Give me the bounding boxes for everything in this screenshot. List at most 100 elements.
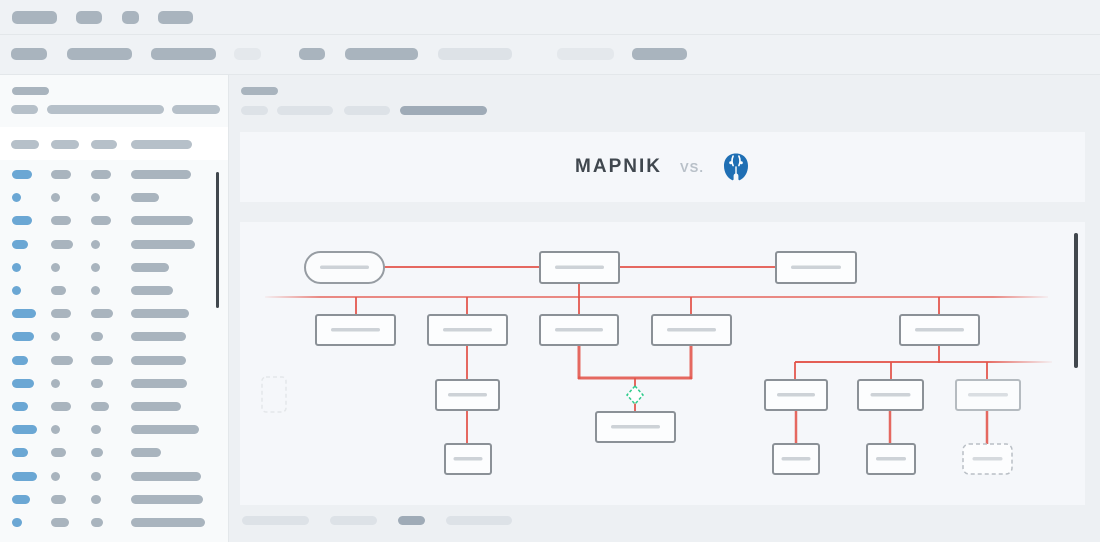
sidebar-filter-pill[interactable] bbox=[172, 105, 220, 114]
sidebar-row-cell-pill bbox=[91, 425, 101, 435]
node-label-placeholder bbox=[320, 265, 369, 269]
sidebar-scrollbar[interactable] bbox=[216, 172, 219, 308]
menubar-item-pill[interactable] bbox=[158, 11, 193, 24]
breadcrumb-pill[interactable] bbox=[277, 106, 333, 115]
sidebar-row-cell-pill bbox=[51, 286, 66, 295]
sidebar-row-cell-pill bbox=[91, 332, 103, 342]
sidebar-row-link-pill[interactable] bbox=[12, 309, 36, 319]
menubar-item-pill[interactable] bbox=[76, 11, 102, 24]
content-scrollbar[interactable] bbox=[1074, 233, 1078, 368]
decision-diamond-icon[interactable] bbox=[625, 384, 645, 406]
sidebar-row-link-pill[interactable] bbox=[12, 402, 28, 411]
sidebar-row-cell-pill bbox=[131, 332, 186, 342]
sidebar-row-link-pill[interactable] bbox=[12, 355, 28, 365]
sidebar-title-pill bbox=[12, 87, 49, 95]
flowchart-canvas[interactable] bbox=[240, 222, 1085, 505]
sidebar-row-cell-pill bbox=[91, 355, 113, 365]
toolbar-item-pill[interactable] bbox=[11, 48, 47, 60]
comparison-left-name: MAPNIK bbox=[575, 156, 662, 177]
sidebar-row-cell-pill bbox=[131, 425, 199, 435]
sidebar-row-link-pill[interactable] bbox=[12, 193, 21, 203]
breadcrumb-pill[interactable] bbox=[400, 106, 487, 115]
sidebar-row-cell-pill bbox=[51, 448, 66, 458]
sidebar-row-cell-pill bbox=[91, 262, 100, 272]
sidebar-row-cell-pill bbox=[91, 518, 103, 527]
comparison-header: MAPNIK VS. bbox=[240, 132, 1085, 202]
postgresql-elephant-logo-icon bbox=[722, 152, 750, 183]
footer-action-pill[interactable] bbox=[398, 516, 425, 525]
node-label-placeholder bbox=[791, 265, 841, 269]
sidebar-row-link-pill[interactable] bbox=[12, 216, 32, 226]
sidebar-column-header-pill bbox=[11, 140, 39, 149]
sidebar-row-link-pill[interactable] bbox=[12, 332, 34, 342]
sidebar-row-link-pill[interactable] bbox=[12, 471, 37, 481]
menubar-item-pill[interactable] bbox=[122, 11, 139, 24]
sidebar-row-cell-pill bbox=[51, 170, 71, 179]
breadcrumb-pill[interactable] bbox=[241, 106, 268, 115]
sidebar-filter-pill[interactable] bbox=[47, 105, 164, 114]
node-label-placeholder bbox=[448, 393, 487, 397]
node-label-placeholder bbox=[968, 393, 1008, 397]
toolbar-item-pill[interactable] bbox=[67, 48, 132, 60]
node-label-placeholder bbox=[331, 328, 380, 332]
sidebar-row-link-pill[interactable] bbox=[12, 286, 21, 295]
toolbar-item-pill[interactable] bbox=[299, 48, 325, 60]
sidebar-row-cell-pill bbox=[131, 402, 181, 411]
sidebar-row-cell-pill bbox=[51, 402, 71, 411]
sidebar-row-cell-pill bbox=[51, 216, 71, 226]
sidebar-row-link-pill[interactable] bbox=[12, 262, 21, 272]
toolbar-item-pill[interactable] bbox=[632, 48, 687, 60]
sidebar-row-cell-pill bbox=[51, 425, 60, 435]
sidebar-row-cell-pill bbox=[51, 494, 66, 504]
sidebar-row-cell-pill bbox=[131, 309, 189, 319]
sidebar-row-link-pill[interactable] bbox=[12, 239, 28, 249]
footer-action-pill[interactable] bbox=[330, 516, 377, 525]
sidebar-row-link-pill[interactable] bbox=[12, 378, 34, 388]
sidebar-column-header-pill bbox=[91, 140, 117, 149]
sidebar-row-cell-pill bbox=[51, 518, 69, 527]
sidebar-row-cell-pill bbox=[131, 216, 193, 226]
sidebar-row-cell-pill bbox=[91, 193, 100, 203]
sidebar-row-cell-pill bbox=[91, 216, 111, 226]
page-title-pill bbox=[241, 87, 278, 95]
toolbar-item-pill[interactable] bbox=[151, 48, 216, 60]
sidebar-row-link-pill[interactable] bbox=[12, 494, 30, 504]
footer-action-pill[interactable] bbox=[446, 516, 512, 525]
sidebar-row-cell-pill bbox=[131, 286, 173, 295]
toolbar-item-pill[interactable] bbox=[345, 48, 418, 60]
sidebar-row-cell-pill bbox=[91, 378, 103, 388]
sidebar-filter-pill[interactable] bbox=[11, 105, 38, 114]
sidebar-row-link-pill[interactable] bbox=[12, 425, 37, 435]
toolbar-item-pill[interactable] bbox=[234, 48, 261, 60]
sidebar-row-cell-pill bbox=[131, 471, 201, 481]
sidebar-row-cell-pill bbox=[91, 170, 111, 179]
sidebar-row-cell-pill bbox=[51, 262, 60, 272]
sidebar-row-cell-pill bbox=[91, 239, 100, 249]
node-label-placeholder bbox=[876, 457, 906, 461]
node-label-placeholder bbox=[777, 393, 815, 397]
sidebar-column-header-pill bbox=[131, 140, 192, 149]
breadcrumb-pill[interactable] bbox=[344, 106, 390, 115]
sidebar-row-cell-pill bbox=[51, 378, 60, 388]
node-label-placeholder bbox=[972, 457, 1003, 461]
menubar-item-pill[interactable] bbox=[12, 11, 57, 24]
sidebar-row-cell-pill bbox=[91, 494, 101, 504]
sidebar-row-link-pill[interactable] bbox=[12, 518, 22, 527]
toolbar-item-pill[interactable] bbox=[438, 48, 512, 60]
sidebar-row-cell-pill bbox=[91, 402, 109, 411]
sidebar-row-cell-pill bbox=[51, 239, 73, 249]
toolbar-item-pill[interactable] bbox=[557, 48, 614, 60]
sidebar-row-link-pill[interactable] bbox=[12, 170, 32, 179]
node-label-placeholder bbox=[870, 393, 911, 397]
sidebar-row-cell-pill bbox=[91, 286, 100, 295]
sidebar-row-cell-pill bbox=[131, 239, 195, 249]
flowchart-panel bbox=[240, 222, 1085, 505]
sidebar-row-cell-pill bbox=[131, 378, 187, 388]
node-label-placeholder bbox=[781, 457, 811, 461]
flowchart-node-ghost[interactable] bbox=[261, 376, 287, 413]
sidebar-row-link-pill[interactable] bbox=[12, 448, 28, 458]
sidebar-column-header-pill bbox=[51, 140, 79, 149]
footer-action-pill[interactable] bbox=[242, 516, 309, 525]
sidebar-row-cell-pill bbox=[91, 448, 103, 458]
